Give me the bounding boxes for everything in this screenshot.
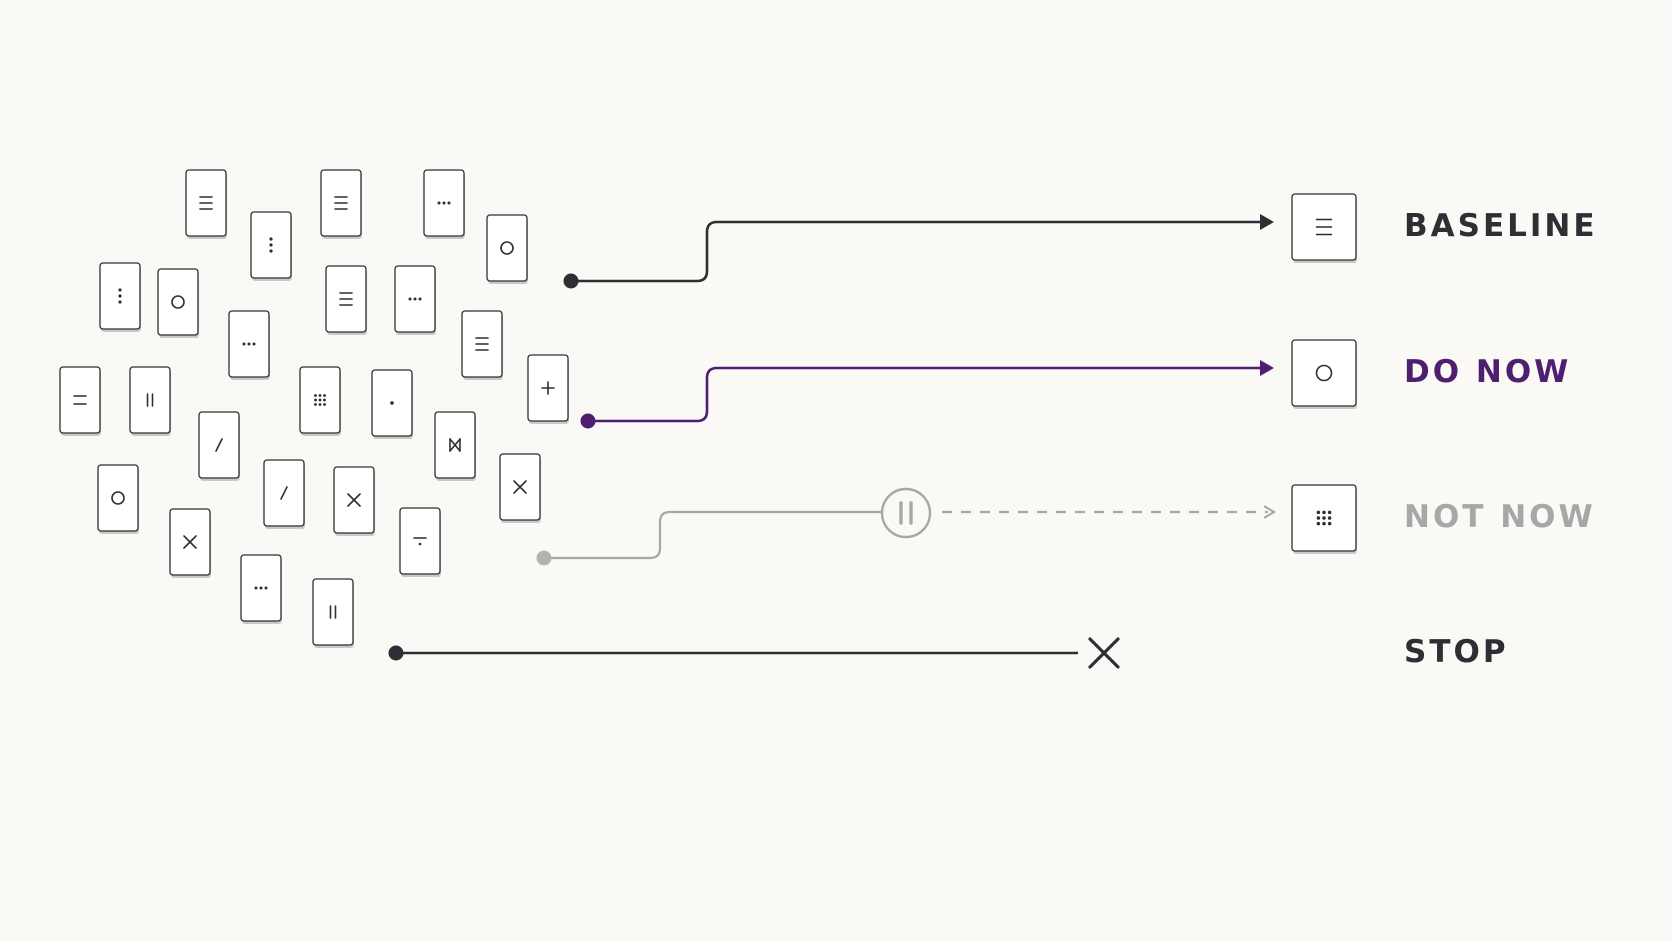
pool-card	[423, 169, 465, 239]
circle-icon	[1315, 364, 1333, 382]
lines-icon	[334, 196, 348, 210]
connectors-layer	[388, 214, 1276, 661]
grid-icon	[314, 394, 326, 406]
pool-card	[185, 169, 227, 239]
dots-horizontal-icon	[254, 586, 268, 590]
connector-stop	[388, 645, 1078, 661]
lines-icon	[475, 337, 489, 351]
label-not-now: NOT NOW	[1404, 499, 1596, 535]
circle-icon	[500, 241, 514, 255]
dots-vertical-icon	[118, 288, 122, 304]
connector-do-now	[580, 360, 1274, 429]
pool-card	[371, 369, 413, 439]
connector-not-now	[536, 487, 1276, 566]
pool-card	[240, 554, 282, 624]
dots-horizontal-icon	[242, 342, 256, 346]
dots-horizontal-icon	[437, 201, 451, 205]
pool-card	[434, 411, 476, 481]
pool-card	[299, 366, 341, 436]
label-baseline: BASELINE	[1404, 208, 1598, 244]
pool-card	[169, 508, 211, 578]
label-do-now: DO NOW	[1404, 354, 1572, 390]
x-icon	[513, 480, 527, 494]
pool-card	[399, 507, 441, 577]
pool-card	[198, 411, 240, 481]
outcome-card-baseline	[1291, 193, 1357, 263]
outcome-card-do-now	[1291, 339, 1357, 409]
pool-card	[320, 169, 362, 239]
slash-icon	[280, 486, 288, 500]
lines-icon	[199, 196, 213, 210]
label-stop: STOP	[1404, 634, 1509, 670]
pause-icon	[880, 487, 932, 539]
dots-vertical-icon	[269, 237, 273, 253]
pool-card	[461, 310, 503, 380]
circle-icon	[111, 491, 125, 505]
circle-icon	[171, 295, 185, 309]
lines-icon	[339, 292, 353, 306]
pool-card	[499, 453, 541, 523]
pause-icon	[329, 605, 337, 619]
pool-card	[129, 366, 171, 436]
pool-card	[325, 265, 367, 335]
pool-card	[228, 310, 270, 380]
lines-icon	[1315, 218, 1333, 236]
hourglass-icon	[449, 438, 461, 452]
dots-horizontal-icon	[408, 297, 422, 301]
pool-card	[333, 466, 375, 536]
minus-icon	[413, 537, 427, 546]
pool-card	[527, 354, 569, 424]
x-icon	[347, 493, 361, 507]
grid-icon	[1316, 510, 1332, 526]
outcome-card-not-now	[1291, 484, 1357, 554]
pool-card	[250, 211, 292, 281]
pool-card	[394, 265, 436, 335]
pool-card	[59, 366, 101, 436]
pool-card	[486, 214, 528, 284]
x-icon	[183, 535, 197, 549]
plus-icon	[541, 381, 555, 395]
double-dash-icon	[73, 395, 87, 405]
stop-x-icon	[1088, 637, 1120, 669]
connector-baseline	[563, 214, 1274, 289]
slash-icon	[215, 438, 223, 452]
pool-card	[312, 578, 354, 648]
pool-card	[157, 268, 199, 338]
dot-icon	[390, 401, 394, 405]
pause-icon	[146, 393, 154, 407]
pool-cards-layer	[59, 169, 569, 648]
pool-card	[263, 459, 305, 529]
pool-card	[99, 262, 141, 332]
outcome-cards-layer	[1088, 193, 1357, 669]
pool-card	[97, 464, 139, 534]
